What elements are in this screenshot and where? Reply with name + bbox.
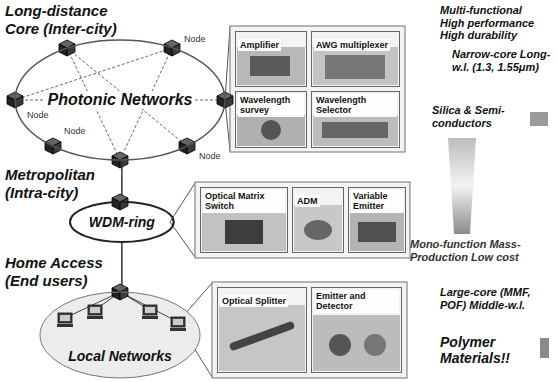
local-area-ground	[40, 292, 200, 378]
ellipse-outline	[15, 40, 225, 160]
callout-line	[225, 27, 230, 100]
ellipse-outline	[40, 292, 200, 378]
component-tile: Wavelength survey	[235, 91, 307, 148]
component-label: Wavelength Selector	[314, 94, 397, 117]
node-label: Node	[26, 110, 50, 120]
network-area: Local Networks	[40, 292, 200, 378]
component-label: AWG multiplexer	[314, 39, 390, 51]
tier-heading: Home Access	[5, 254, 103, 271]
photo-detail	[261, 120, 281, 140]
property-note: Multi-functional High performance High d…	[440, 4, 548, 42]
component-tile: Optical Matrix Switch	[200, 187, 288, 253]
tier-heading: Core (Inter-city)	[5, 20, 117, 37]
network-ring: WDM-ring	[70, 202, 174, 242]
node-label: Node	[63, 126, 87, 136]
material-mark	[530, 112, 548, 126]
computer-icon	[142, 305, 158, 319]
callout-line	[170, 222, 195, 257]
component-label: Amplifier	[238, 39, 281, 51]
photo	[313, 115, 398, 146]
component-label: Wavelength survey	[238, 94, 304, 117]
component-tile: Emitter and Detector	[311, 287, 402, 373]
photo	[294, 205, 342, 251]
material-mark	[540, 338, 549, 358]
photo	[313, 47, 398, 85]
photo-detail	[364, 334, 386, 356]
photo-detail	[329, 334, 351, 356]
photo	[202, 213, 286, 251]
property-note: Narrow-core Long-w.l. (1.3, 1.55μm)	[452, 48, 552, 73]
computer-icon	[57, 313, 73, 327]
photo-detail	[229, 321, 296, 352]
network-name: Photonic Networks	[45, 91, 196, 109]
photo-detail	[304, 220, 332, 240]
component-tile: Wavelength Selector	[311, 91, 400, 148]
tier-heading: Metropolitan	[5, 166, 95, 183]
ellipse-outline	[40, 292, 200, 378]
component-label: Variable Emitter	[351, 190, 403, 213]
network-ring: Photonic Networks	[15, 40, 225, 160]
photo-detail	[358, 222, 396, 242]
component-tile: ADM	[292, 187, 344, 253]
photo	[237, 47, 305, 85]
network-name: Local Networks	[65, 348, 174, 364]
ellipse-outline	[70, 202, 174, 242]
material-note: Silica & Semi-conductors	[432, 104, 528, 129]
computer-icon	[170, 317, 186, 331]
photo	[237, 115, 305, 146]
tier-heading: (Intra-city)	[5, 184, 78, 201]
component-photos	[202, 47, 404, 371]
network-name: WDM-ring	[86, 214, 158, 230]
property-note: Mono-function Mass-Production Low cost	[410, 238, 522, 263]
photo	[219, 305, 305, 371]
component-panel	[212, 282, 407, 378]
tier-heading: (End users)	[5, 272, 88, 289]
component-tile: Amplifier	[235, 31, 307, 87]
computer-icon	[87, 305, 103, 319]
component-panel	[230, 26, 405, 152]
component-tile: Variable Emitter	[348, 187, 406, 253]
node-label: Node	[198, 151, 222, 161]
component-label: Emitter and Detector	[314, 290, 399, 313]
node-label: Node	[183, 34, 207, 44]
callout-line	[170, 183, 195, 222]
component-label: ADM	[295, 195, 320, 207]
photo	[313, 315, 400, 371]
component-tile: Optical Splitter	[217, 287, 307, 373]
photo-detail	[225, 220, 263, 244]
material-note: Polymer Materials!!	[440, 334, 536, 366]
component-tile: AWG multiplexer	[311, 31, 400, 87]
component-label: Optical Splitter	[220, 295, 288, 307]
component-panel	[195, 182, 410, 258]
photo-detail	[322, 122, 388, 138]
gradient-bar	[448, 138, 476, 234]
photo-detail	[325, 55, 385, 79]
component-label: Optical Matrix Switch	[203, 190, 285, 213]
photo	[350, 213, 404, 251]
tier-heading: Long-distance	[5, 2, 108, 19]
property-note: Large-core (MMF, POF) Middle-w.l.	[440, 286, 550, 311]
local-link	[120, 292, 178, 322]
photo-detail	[250, 56, 290, 76]
